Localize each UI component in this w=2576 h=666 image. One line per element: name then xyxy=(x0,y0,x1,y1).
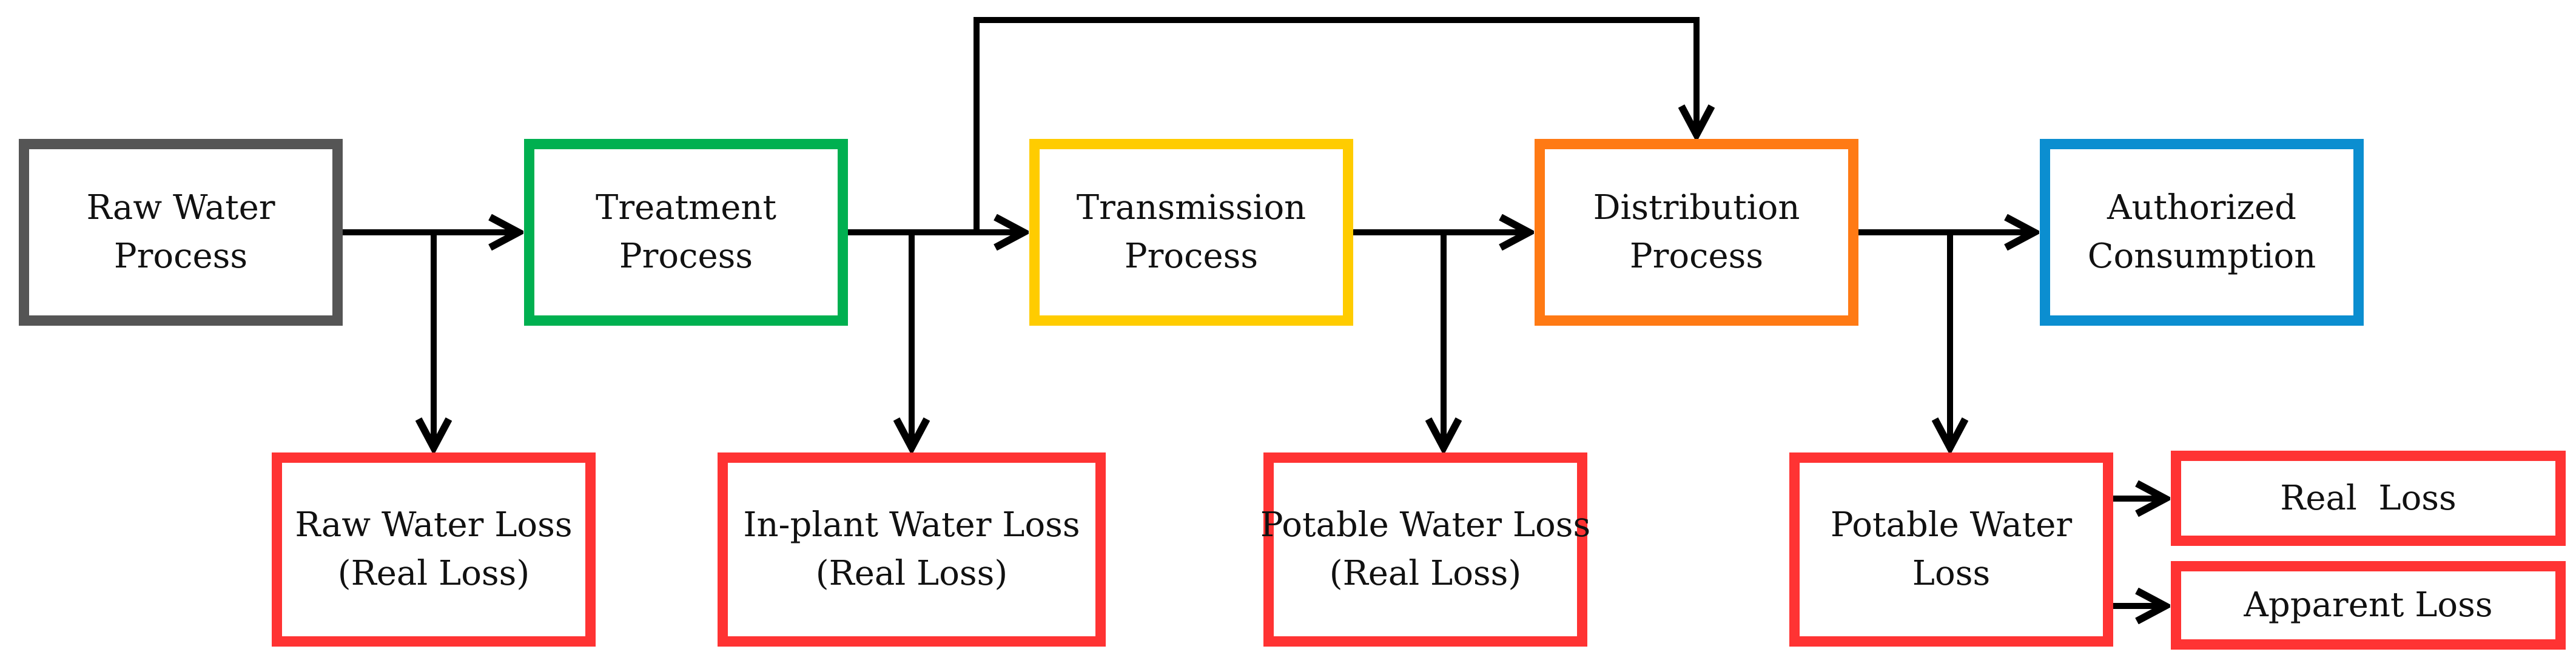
box-label-line: Raw Water Loss xyxy=(295,505,573,545)
raw-water-loss-box: Raw Water Loss (Real Loss) xyxy=(272,452,596,647)
box-label-line: Distribution xyxy=(1593,188,1800,227)
box-label-line: Potable Water Loss xyxy=(1260,505,1591,545)
box-label-line: In-plant Water Loss xyxy=(743,505,1080,545)
box-label-line: Potable Water xyxy=(1830,505,2073,545)
box-label-line: Authorized xyxy=(2107,188,2296,227)
transmission-process-box: Transmission Process xyxy=(1029,139,1353,326)
box-label-line: (Real Loss) xyxy=(1329,554,1522,593)
box-label: Real Loss xyxy=(2280,478,2457,518)
treatment-process-box: Treatment Process xyxy=(524,139,848,326)
box-label-line: (Real Loss) xyxy=(337,554,530,593)
authorized-consumption-box: Authorized Consumption xyxy=(2040,139,2364,326)
arrow-bypass-to-distribution xyxy=(974,17,1697,232)
potable-water-loss-real-box: Potable Water Loss (Real Loss) xyxy=(1260,452,1591,647)
in-plant-water-loss-box: In-plant Water Loss (Real Loss) xyxy=(718,452,1106,647)
box-label-line: Process xyxy=(1629,237,1764,276)
box-label-line: Treatment xyxy=(596,188,776,227)
box-label-line: Process xyxy=(113,237,248,276)
apparent-loss-box: Apparent Loss xyxy=(2171,561,2566,650)
real-loss-box: Real Loss xyxy=(2171,451,2566,546)
box-label-line: Transmission xyxy=(1076,188,1306,227)
box-label-line: Loss xyxy=(1912,554,1991,593)
box-label: Apparent Loss xyxy=(2244,585,2493,625)
box-label-line: Process xyxy=(1124,237,1259,276)
box-label-line: Process xyxy=(619,237,753,276)
box-label-line: Raw Water xyxy=(86,188,275,227)
box-label-line: (Real Loss) xyxy=(815,554,1008,593)
distribution-process-box: Distribution Process xyxy=(1535,139,1858,326)
raw-water-process-box: Raw Water Process xyxy=(19,139,343,326)
box-label-line: Consumption xyxy=(2087,237,2316,276)
potable-water-loss-box: Potable Water Loss xyxy=(1789,452,2113,647)
